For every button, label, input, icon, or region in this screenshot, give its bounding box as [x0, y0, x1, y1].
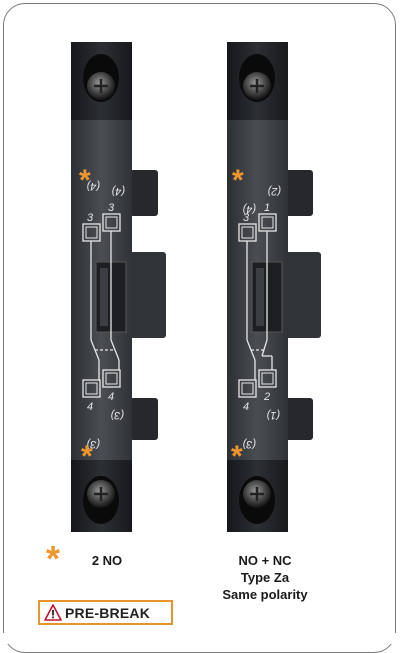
- m2-bot-num-left: 4: [243, 401, 249, 413]
- prebreak-star-icon: *: [79, 164, 91, 197]
- m1-top-num-left: 3: [87, 212, 94, 224]
- m2-bot-num-right: 2: [263, 391, 270, 403]
- m1-top-num-right: 3: [108, 202, 115, 214]
- caption-line: Same polarity: [222, 587, 308, 602]
- prebreak-star-icon: *: [81, 440, 93, 473]
- prebreak-legend: PRE-BREAK: [38, 600, 173, 625]
- m2-top-num-left: 3: [243, 212, 250, 224]
- m1-bot-mark-right: (3): [110, 409, 124, 421]
- m1-bot-num-right: 4: [108, 391, 114, 403]
- m2-top-mark-left: (4): [242, 203, 256, 215]
- module-2-caption: NO + NC Type Za Same polarity: [210, 552, 320, 603]
- prebreak-star-icon: *: [231, 440, 243, 473]
- caption-line: 2 NO: [91, 553, 123, 568]
- m2-top-num-right: 1: [264, 202, 270, 214]
- module-2no: [71, 42, 166, 532]
- module-1-caption: 2 NO: [72, 552, 142, 569]
- caption-line: Type Za: [240, 570, 290, 585]
- legend-star-icon: *: [46, 538, 61, 579]
- caption-line: NO + NC: [238, 553, 292, 568]
- m1-bot-num-left: 4: [87, 401, 93, 413]
- m2-bot-mark-right: (1): [266, 409, 280, 421]
- prebreak-star-icon: *: [232, 164, 244, 197]
- m1-top-mark-left: (4): [86, 180, 100, 192]
- warning-triangle-icon: [44, 604, 62, 621]
- m2-bot-mark-left: (3): [242, 438, 256, 450]
- module-no-nc: [227, 42, 321, 532]
- m2-top-mark-right: (2): [267, 185, 281, 197]
- m1-top-mark-right: (4): [111, 185, 125, 197]
- prebreak-label: PRE-BREAK: [65, 604, 151, 621]
- m1-bot-mark-left: (3): [86, 438, 100, 450]
